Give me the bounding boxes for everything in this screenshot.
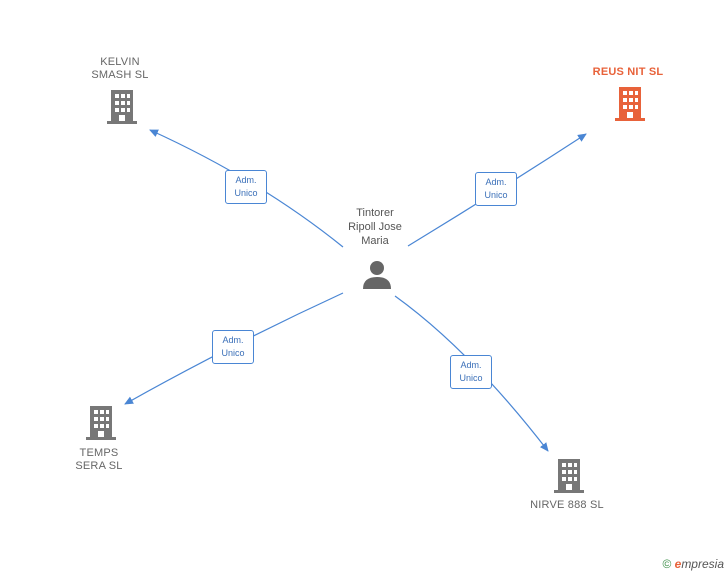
building-icon[interactable] [615,87,645,121]
person-icon[interactable] [362,259,392,289]
building-icon[interactable] [554,459,584,493]
company-label-temps[interactable]: TEMPS SERA SL [75,447,123,472]
footer-brand[interactable]: © empresia [662,557,724,571]
company-label-nirve[interactable]: NIRVE 888 SL [530,499,604,511]
brand-logo-initial: e [674,557,682,571]
center-person-label[interactable]: Tintorer Ripoll Jose Maria [348,207,402,247]
building-icon[interactable] [107,90,137,124]
edge-label-reus: Adm. Unico [475,172,517,206]
copyright-icon: © [662,557,672,571]
edge-label-kelvin: Adm. Unico [225,170,267,204]
edge-label-nirve: Adm. Unico [450,355,492,389]
company-label-reus[interactable]: REUS NIT SL [592,66,664,78]
edge-label-temps: Adm. Unico [212,330,254,364]
brand-logo-text: mpresia [681,557,724,571]
company-label-kelvin[interactable]: KELVIN SMASH SL [91,56,149,81]
building-icon[interactable] [86,406,116,440]
